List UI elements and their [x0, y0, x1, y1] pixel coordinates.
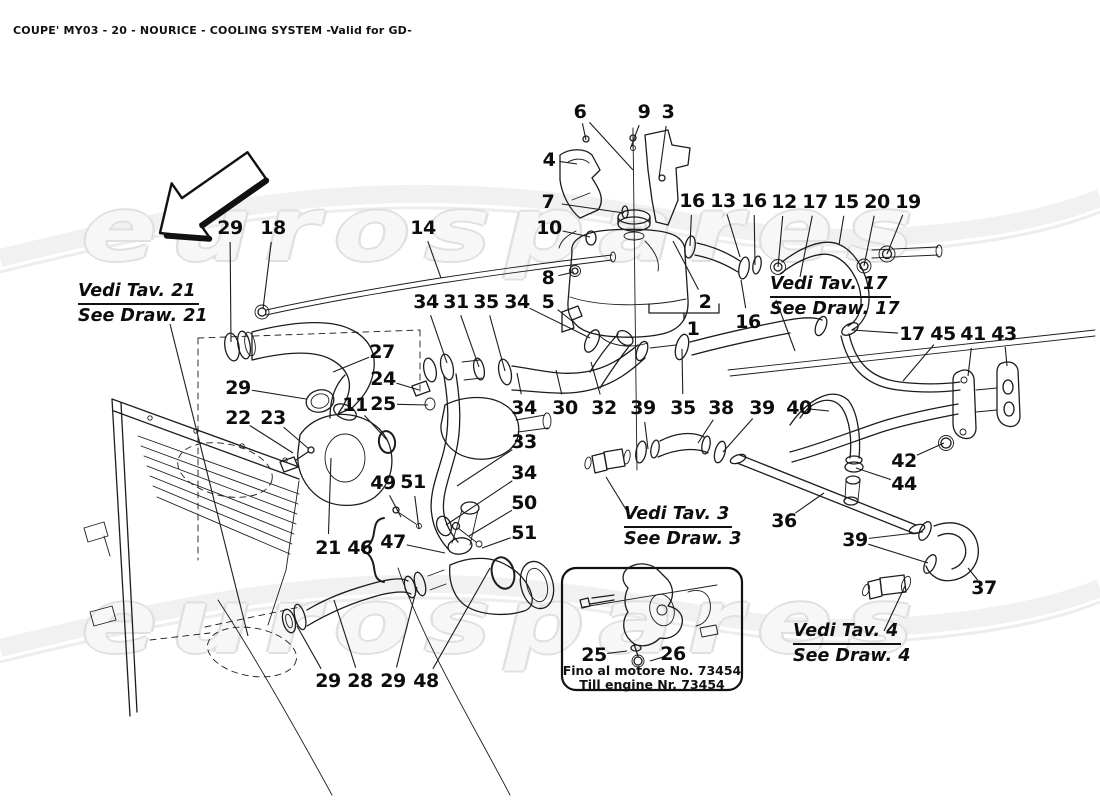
part-callout-5: 5 [541, 291, 555, 313]
part-callout-45: 45 [930, 323, 956, 345]
hose-13-15-art [684, 235, 1096, 377]
part-callout-26: 26 [660, 643, 686, 665]
part-callout-10: 10 [536, 217, 562, 239]
part-callout-35: 35 [670, 397, 696, 419]
part-callout-39: 39 [749, 397, 775, 419]
bottom-hose-28-art [281, 569, 447, 634]
part-callout-29: 29 [315, 670, 341, 692]
thermostat-housing-art [279, 374, 393, 507]
part-callout-28: 28 [347, 670, 373, 692]
part-callout-48: 48 [413, 670, 439, 692]
part-callout-23: 23 [260, 407, 286, 429]
part-callout-38: 38 [708, 397, 734, 419]
part-callout-18: 18 [260, 217, 286, 239]
part-callout-22: 22 [225, 407, 251, 429]
part-callout-1: 1 [686, 318, 700, 340]
part-callout-25: 25 [370, 393, 396, 415]
part-callout-29: 29 [217, 217, 243, 239]
hose-27-art [224, 321, 375, 421]
watermark-text: eurospares [82, 570, 928, 673]
part-callout-39: 39 [630, 397, 656, 419]
outlet-elbow-art [361, 501, 555, 616]
right-pipes-flange-art [789, 333, 1021, 506]
part-callout-34: 34 [511, 397, 537, 419]
pipe-14-art [254, 251, 616, 320]
part-callout-2: 2 [698, 291, 712, 313]
part-callout-21: 21 [315, 537, 341, 559]
part-callout-8: 8 [541, 267, 555, 289]
part-callout-40: 40 [786, 397, 812, 419]
inset-caption-line2: Till engine Nr. 73454 [579, 677, 725, 692]
part-callout-34: 34 [413, 291, 439, 313]
part-callout-32: 32 [591, 397, 617, 419]
part-callout-30: 30 [552, 397, 578, 419]
part-callout-51: 51 [400, 471, 426, 493]
part-callout-37: 37 [971, 577, 997, 599]
part-callout-49: 49 [370, 472, 396, 494]
part-callout-47: 47 [380, 531, 406, 553]
part-callout-12: 12 [771, 191, 797, 213]
part-callout-25: 25 [581, 644, 607, 666]
part-callout-46: 46 [347, 537, 373, 559]
part-callout-33: 33 [511, 431, 537, 453]
part-callout-9: 9 [637, 101, 651, 123]
part-callout-20: 20 [864, 191, 890, 213]
part-callout-16: 16 [741, 190, 767, 212]
part-callout-34: 34 [504, 291, 530, 313]
part-callout-14: 14 [410, 217, 436, 239]
part-callout-43: 43 [991, 323, 1017, 345]
part-callout-41: 41 [960, 323, 986, 345]
part-callout-4: 4 [542, 149, 556, 171]
part-callout-16: 16 [735, 311, 761, 333]
part-callout-35: 35 [473, 291, 499, 313]
part-callout-17: 17 [899, 323, 925, 345]
part-callout-13: 13 [710, 190, 736, 212]
part-callout-11: 11 [342, 394, 368, 416]
hose-33-art [430, 373, 461, 550]
expansion-tank-art [558, 129, 720, 471]
part-callout-3: 3 [661, 101, 675, 123]
tank-brackets-art [559, 127, 691, 226]
part-callout-19: 19 [895, 191, 921, 213]
inset-caption-line1: Fino al motore No. 73454 [562, 663, 742, 678]
part-callout-42: 42 [891, 450, 917, 472]
part-callout-17: 17 [802, 191, 828, 213]
part-callout-36: 36 [771, 510, 797, 532]
part-callout-16: 16 [679, 190, 705, 212]
part-callout-39: 39 [842, 529, 868, 551]
part-callout-51: 51 [511, 522, 537, 544]
part-callout-29: 29 [225, 377, 251, 399]
part-callout-6: 6 [573, 101, 587, 123]
union-11-24-25-art [377, 380, 552, 460]
part-callout-29: 29 [380, 670, 406, 692]
part-callout-27: 27 [369, 341, 395, 363]
part-callout-24: 24 [370, 368, 396, 390]
part-callout-34: 34 [511, 462, 537, 484]
pipe-36-hoses-art [584, 432, 979, 600]
part-callout-44: 44 [891, 473, 917, 495]
part-callout-7: 7 [541, 191, 555, 213]
direction-arrow-icon [158, 151, 270, 242]
inset-box-art [560, 563, 744, 692]
page-title: COUPE' MY03 - 20 - NOURICE - COOLING SYS… [13, 24, 412, 37]
part-callout-15: 15 [833, 191, 859, 213]
part-callout-31: 31 [443, 291, 469, 313]
part-callout-50: 50 [511, 492, 537, 514]
